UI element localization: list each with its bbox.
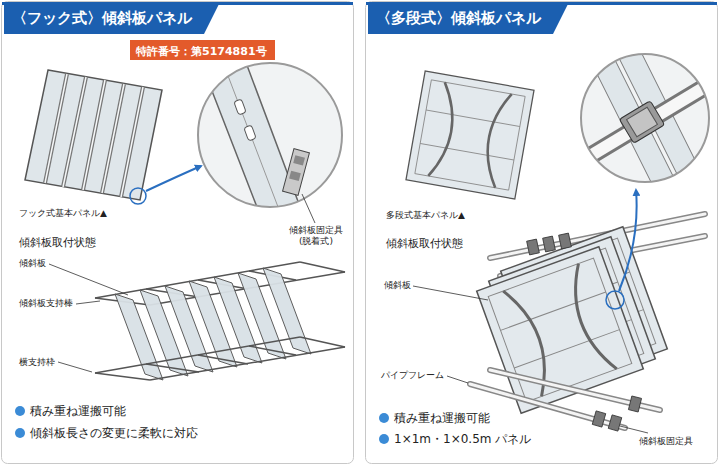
- detail-marker: [606, 291, 624, 309]
- feature-text: 積み重ね運搬可能: [29, 404, 127, 418]
- leader-lines: [49, 194, 315, 372]
- title-band: 〈多段式〉傾斜板パネル: [368, 2, 569, 34]
- section-label: 傾斜板取付状態: [18, 236, 97, 249]
- title-text: 〈多段式〉傾斜板パネル: [368, 9, 541, 27]
- title-band: 〈フック式〉傾斜板パネル: [4, 2, 220, 34]
- detail-arrow: [619, 190, 637, 291]
- part-label: 傾斜板: [383, 280, 412, 291]
- detail-marker: [130, 188, 146, 204]
- badge-text: 特許番号：第5174881号: [130, 45, 273, 58]
- magnifier: [198, 60, 342, 220]
- part-label: フック式基本パネル▲: [18, 208, 108, 219]
- hook-panel: [25, 70, 162, 200]
- bullet-dot: [379, 413, 389, 423]
- part-label: パイプフレーム: [380, 370, 445, 381]
- band-fill: [368, 2, 569, 34]
- part-label: 横支持枠: [18, 357, 56, 368]
- installed-hook: [95, 262, 345, 380]
- bullet-dot: [15, 428, 25, 438]
- title-text: 〈フック式〉傾斜板パネル: [4, 9, 192, 27]
- multistage-panel: [406, 71, 534, 199]
- band-fill: [4, 2, 220, 34]
- part-label: 傾斜板固定具: [638, 436, 694, 447]
- section-label: 傾斜板取付状態: [385, 237, 464, 250]
- part-label: 多段式基本パネル▲: [385, 210, 466, 221]
- part-label: 傾斜板支持棒: [18, 298, 74, 309]
- detail-arrow: [146, 166, 201, 191]
- bullet-dot: [15, 406, 25, 416]
- part-label: 傾斜板: [18, 258, 47, 269]
- installed-multistage: [470, 214, 705, 431]
- feature-text: 傾斜板長さの変更に柔軟に対応: [29, 426, 199, 440]
- patent-badge: 特許番号：第5174881号: [130, 40, 275, 60]
- part-label: 傾斜板固定具 (脱着式): [285, 225, 347, 247]
- panel-frame: [366, 2, 718, 464]
- feature-text: 積み重ね運搬可能: [393, 411, 491, 425]
- magnifier: [570, 50, 719, 190]
- panel-frame: [2, 2, 354, 464]
- bullet-dot: [379, 434, 389, 444]
- feature-text: 1×1m・1×0.5m パネル: [393, 432, 532, 446]
